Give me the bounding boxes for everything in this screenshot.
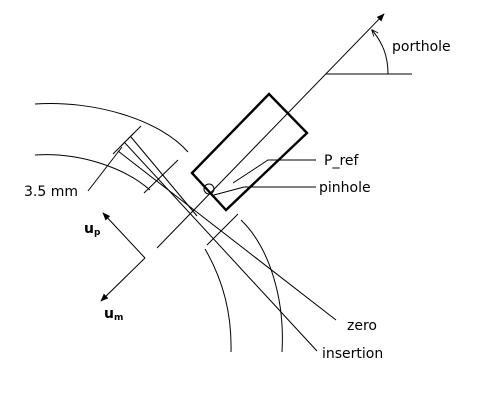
- outer-chamber-arc-upper: [34, 103, 189, 153]
- tube-wall-upper: [143, 159, 179, 194]
- dimension-tick-3: [127, 125, 142, 140]
- porthole-angle-arc: [372, 30, 389, 75]
- pinhole-leader: [213, 186, 316, 196]
- outer-chamber-arc-lower: [240, 219, 283, 353]
- u-p-label: up: [84, 221, 101, 238]
- porthole-label: porthole: [392, 39, 451, 55]
- p-ref-label: P_ref: [324, 153, 360, 169]
- p-ref-leader: [232, 159, 316, 184]
- upper-offset-line: [130, 136, 198, 217]
- tube-wall-lower: [206, 213, 239, 246]
- dimension-leader: [87, 146, 123, 192]
- pinhole-label: pinhole: [319, 180, 371, 196]
- porthole-axis: [156, 13, 385, 249]
- pinhole-circle: [203, 183, 215, 195]
- inner-chamber-arc-upper: [34, 154, 151, 191]
- insertion-label: insertion: [322, 346, 383, 362]
- inner-chamber-arc-lower: [204, 248, 232, 353]
- u-m-vector: [100, 257, 146, 302]
- u-m-label: um: [104, 306, 123, 323]
- insertion-line: [124, 142, 318, 352]
- zero-label: zero: [347, 318, 377, 334]
- dimension-label: 3.5 mm: [24, 184, 78, 200]
- u-p-vector: [102, 212, 146, 259]
- zero-line: [117, 150, 337, 321]
- detector-box: [190, 92, 309, 212]
